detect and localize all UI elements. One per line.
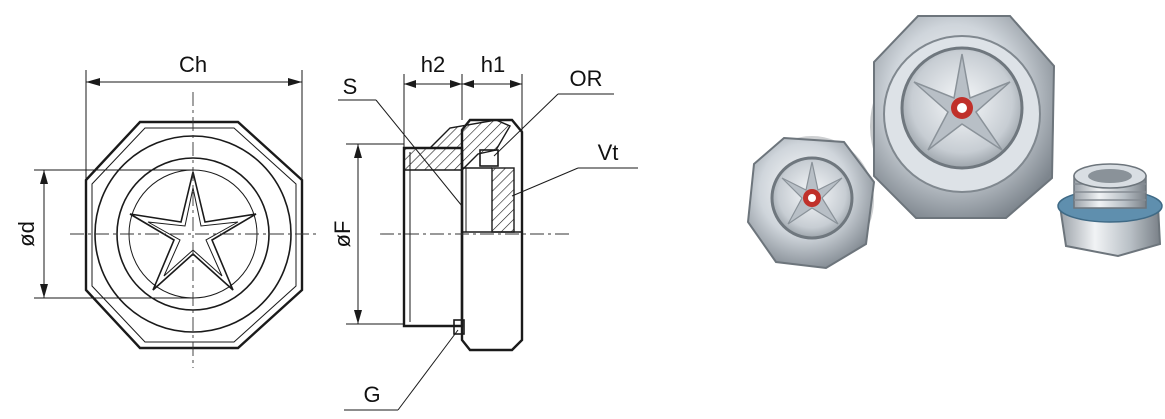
ch-arrow-right xyxy=(288,78,302,86)
threaded-plug xyxy=(1057,163,1163,258)
h2-label: h2 xyxy=(421,52,445,77)
h2-arrow-left xyxy=(404,80,416,88)
section-hatch-upper xyxy=(403,119,512,171)
vt-label: Vt xyxy=(598,140,619,165)
g-leader xyxy=(397,329,459,411)
h2-arrow-right xyxy=(450,80,462,88)
ch-label: Ch xyxy=(179,52,207,77)
s-leader xyxy=(375,99,463,207)
vt-leader xyxy=(511,167,579,197)
f-arrow-bottom xyxy=(354,310,362,324)
ch-arrow-left xyxy=(86,78,100,86)
d-arrow-top xyxy=(40,170,48,184)
section-view: øF h2 h1 S OR Vt G xyxy=(330,52,638,411)
d-label: ød xyxy=(14,221,39,247)
large-sight-glass xyxy=(870,15,1056,219)
or-leader xyxy=(493,93,559,157)
front-view: Ch ød xyxy=(14,52,318,368)
h1-arrow-left xyxy=(462,80,474,88)
or-label: OR xyxy=(570,66,603,91)
product-photo xyxy=(746,15,1163,270)
octagon-inner-outline xyxy=(91,127,297,343)
h1-arrow-right xyxy=(510,80,522,88)
f-label: øF xyxy=(330,221,355,248)
o-ring-section xyxy=(479,149,499,167)
d-arrow-bottom xyxy=(40,284,48,298)
glass-section-hatch xyxy=(491,167,515,233)
thread-body-outline xyxy=(402,146,464,328)
hex-head-outline xyxy=(460,118,524,352)
f-arrow-top xyxy=(354,144,362,158)
h1-label: h1 xyxy=(481,52,505,77)
octagon-outline xyxy=(84,120,304,350)
s-label: S xyxy=(343,74,358,99)
gasket-section xyxy=(453,319,465,335)
g-label: G xyxy=(363,382,380,407)
small-sight-glass xyxy=(746,136,876,270)
